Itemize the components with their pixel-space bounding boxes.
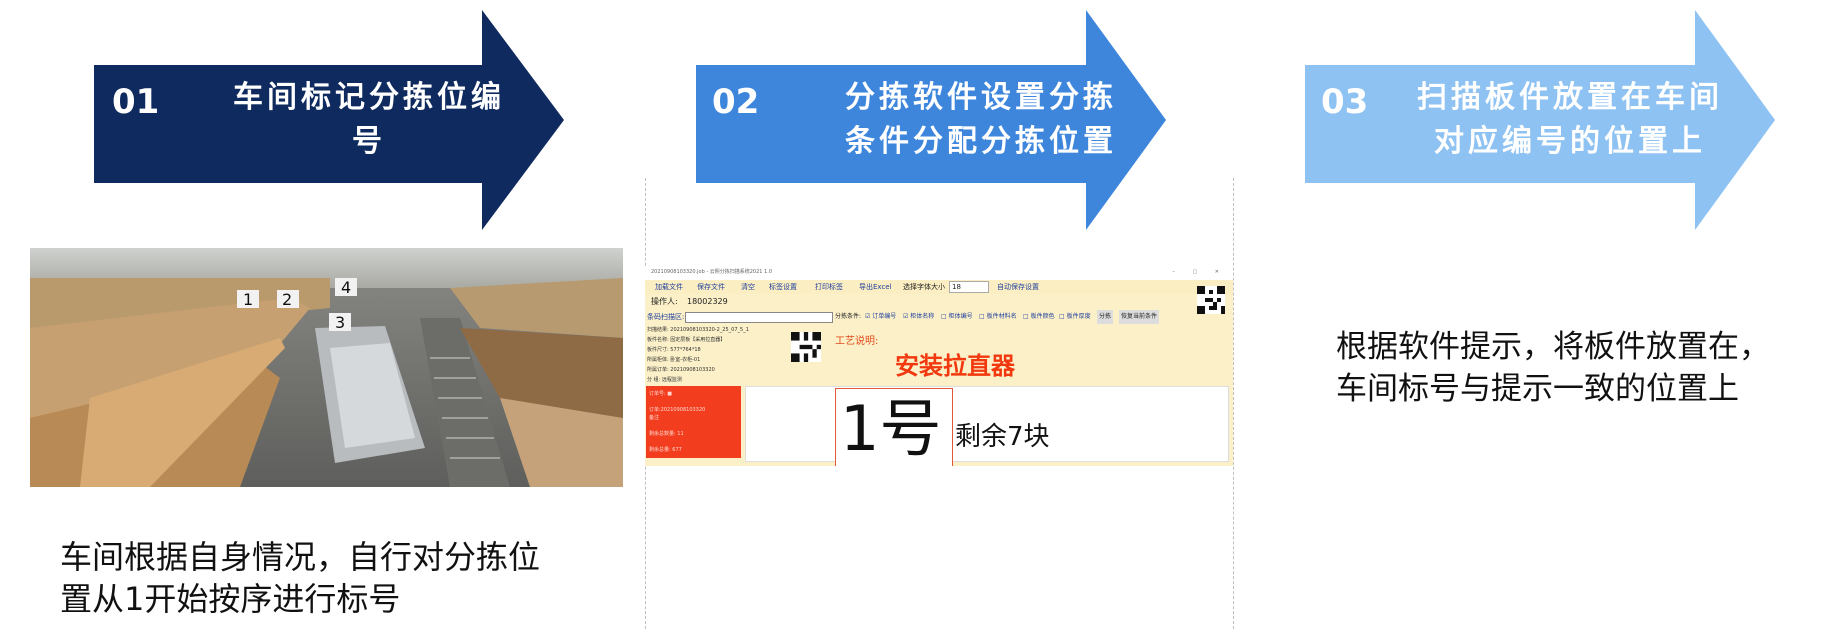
operator-label: 操作人: [651, 297, 678, 306]
step-number: 03 [1321, 82, 1369, 122]
slot-display-area [745, 386, 1229, 462]
step-number: 01 [112, 82, 160, 122]
sorting-app-window: 20210908103320.job - 云熙分拣扫描系统2021 1.0 – … [645, 266, 1233, 466]
barcode-scan-input[interactable] [685, 312, 833, 323]
step-3-caption: 根据软件提示，将板件放置在， 车间标号与提示一致的位置上 [1336, 329, 1770, 407]
slot-label: 1 [243, 290, 253, 309]
qr-code-icon [1197, 286, 1225, 314]
slot-label: 4 [341, 278, 351, 297]
divider [1233, 178, 1234, 629]
arrow-3-shape [1305, 10, 1775, 230]
process-hint-label: 工艺说明: [835, 336, 879, 347]
condition-panel-thickness[interactable]: □ 板件厚度 [1059, 313, 1091, 320]
font-size-select[interactable]: 18 [949, 281, 989, 293]
operator-value: 18002329 [687, 297, 728, 306]
step-title: 分拣软件设置分拣 条件分配分拣位置 [845, 80, 1117, 159]
scan-bar: 条码扫描区: 分拣条件: ☑ 订单编号 ☑ 柜体名称 □ 柜体编号 □ 板件材料… [645, 310, 1233, 324]
arrow-1-shape [94, 10, 564, 230]
condition-cabinet-name[interactable]: ☑ 柜体名称 [903, 313, 935, 320]
sort-button[interactable]: 分拣 [1097, 310, 1114, 324]
menu-clear[interactable]: 清空 [741, 283, 755, 291]
auto-save-settings[interactable]: 自动保存设置 [997, 283, 1039, 291]
condition-order-number[interactable]: ☑ 订单编号 [865, 313, 897, 320]
process-instruction: 安装拉直器 [895, 352, 1015, 380]
remaining-count: 剩余7块 [955, 422, 1050, 452]
panel-info: 扫描结果: 20210908103320-2_25_07_5_1 板件名称: 固… [645, 324, 1233, 390]
step-2-banner: 02 分拣软件设置分拣 条件分配分拣位置 [696, 10, 1166, 230]
slot-number-box: 1号 [835, 388, 953, 466]
menu-save-file[interactable]: 保存文件 [697, 283, 725, 291]
arrow-2-shape [696, 10, 1166, 230]
qr-code-icon [791, 332, 821, 362]
slot-label: 3 [335, 313, 345, 332]
condition-cabinet-number[interactable]: □ 柜体编号 [941, 313, 973, 320]
menu-bar: 加载文件 保存文件 清空 标签设置 打印标签 导出Excel 选择字体大小 18… [645, 280, 1233, 294]
step-1-caption: 车间根据自身情况，自行对分拣位 置从1开始按序进行标号 [60, 538, 541, 618]
step-number: 02 [712, 82, 760, 122]
menu-export-excel[interactable]: 导出Excel [859, 283, 892, 291]
menu-load-file[interactable]: 加载文件 [655, 283, 683, 291]
slot-label: 2 [282, 290, 292, 309]
step-1-banner: 01 车间标记分拣位编 号 [94, 10, 564, 230]
step-title: 扫描板件放置在车间 对应编号的位置上 [1417, 80, 1723, 159]
restore-conditions-button[interactable]: 恢复当前条件 [1119, 310, 1160, 324]
step-title: 车间标记分拣位编 号 [233, 80, 505, 159]
order-summary-box: 订单号: ■ 订单:20210908103320 备注 剩余总数量: 11 剩余… [646, 386, 741, 458]
window-controls[interactable]: – ▢ ✕ [1172, 269, 1227, 275]
font-size-label: 选择字体大小 [903, 283, 945, 291]
condition-panel-material[interactable]: □ 板件材料名 [979, 313, 1017, 320]
menu-print-label[interactable]: 打印标签 [815, 283, 843, 291]
scan-area-label: 条码扫描区: [647, 313, 685, 321]
condition-panel-color[interactable]: □ 板件颜色 [1023, 313, 1055, 320]
sort-condition-label: 分拣条件: [835, 313, 862, 320]
menu-label-settings[interactable]: 标签设置 [769, 283, 797, 291]
warehouse-photo: 1 2 3 4 [30, 248, 623, 487]
slot-number: 1号 [840, 392, 942, 465]
step-3-banner: 03 扫描板件放置在车间 对应编号的位置上 [1305, 10, 1775, 230]
window-titlebar: 20210908103320.job - 云熙分拣扫描系统2021 1.0 – … [645, 266, 1233, 278]
operator-bar: 操作人: 18002329 [645, 294, 1233, 310]
